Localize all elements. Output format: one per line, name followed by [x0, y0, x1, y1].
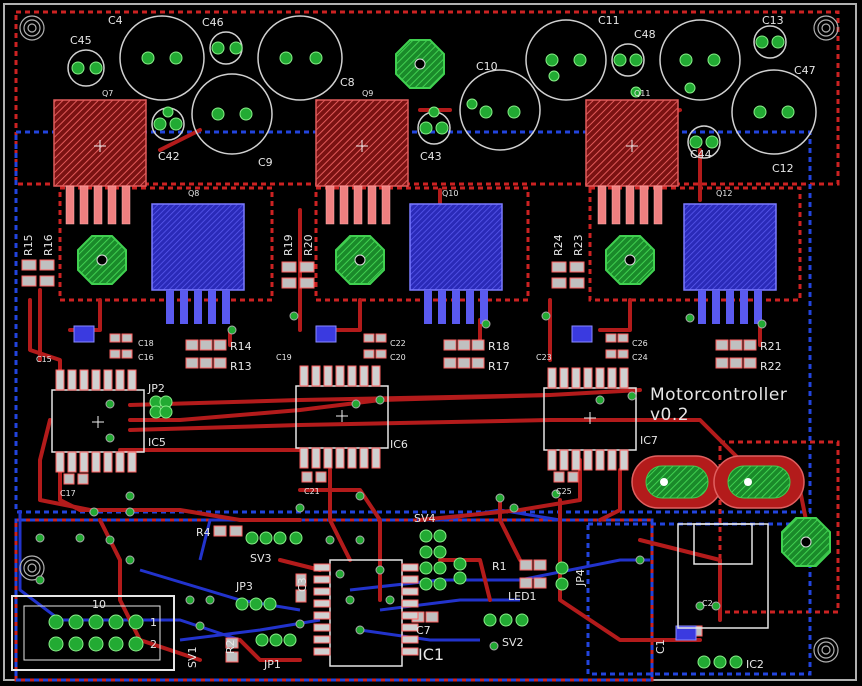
- label-ic2: IC2: [746, 658, 764, 671]
- label-pin10: 10: [92, 598, 106, 611]
- label-r21: R21: [760, 340, 782, 353]
- label-c22: C22: [390, 339, 406, 348]
- label-c16: C16: [138, 353, 154, 362]
- label-q10: Q10: [442, 189, 458, 198]
- label-c17: C17: [60, 489, 76, 498]
- label-r18: R18: [488, 340, 510, 353]
- label-ic5: IC5: [148, 436, 166, 449]
- capacitor-pads: [71, 35, 795, 149]
- connector-sv1: [11, 595, 175, 671]
- label-r1: R1: [492, 560, 507, 573]
- label-q7: Q7: [102, 89, 113, 98]
- label-jp4: JP4: [574, 569, 587, 587]
- label-q12: Q12: [716, 189, 732, 198]
- label-ic6: IC6: [390, 438, 408, 451]
- label-c42: C42: [158, 150, 180, 163]
- label-c1: C1: [654, 639, 667, 654]
- region-outlines: [14, 10, 840, 682]
- label-r2: R2: [224, 639, 237, 654]
- label-jp2: JP2: [147, 382, 165, 395]
- label-c24: C24: [632, 353, 648, 362]
- smd-diodes: [73, 325, 697, 641]
- label-sv3: SV3: [250, 552, 272, 565]
- label-r19: R19: [282, 234, 295, 256]
- label-sv1: SV1: [186, 646, 199, 668]
- vias: [35, 311, 767, 651]
- label-c10: C10: [476, 60, 498, 73]
- label-led1: LED1: [508, 590, 537, 603]
- label-c21: C21: [304, 487, 320, 496]
- label-r20: R20: [302, 234, 315, 256]
- label-r13: R13: [230, 360, 252, 373]
- label-c19: C19: [276, 353, 292, 362]
- label-r22: R22: [760, 360, 782, 373]
- microcontroller-ic1: [313, 559, 419, 667]
- label-ic7: IC7: [640, 434, 658, 447]
- label-c2: C2: [702, 599, 713, 608]
- label-c48: C48: [634, 28, 656, 41]
- label-c11: C11: [598, 14, 620, 27]
- label-c25: C25: [556, 487, 572, 496]
- label-r24: R24: [552, 234, 565, 256]
- smd-pads: [21, 259, 757, 663]
- label-r14: R14: [230, 340, 252, 353]
- label-c3: C3: [296, 577, 309, 592]
- label-pin1: 1: [150, 616, 157, 629]
- label-c12: C12: [772, 162, 794, 175]
- bottom-transistors: [151, 203, 777, 324]
- header-pads: [149, 395, 743, 669]
- label-c46: C46: [202, 16, 224, 29]
- label-c43: C43: [420, 150, 442, 163]
- label-c9: C9: [258, 156, 273, 169]
- label-c13: C13: [762, 14, 784, 27]
- label-c4: C4: [108, 14, 123, 27]
- label-r23: R23: [572, 234, 585, 256]
- mounting-holes: [19, 15, 839, 663]
- electrolytic-capacitors: [67, 15, 817, 159]
- oval-power-pads: [631, 455, 805, 509]
- label-c23: C23: [536, 353, 552, 362]
- label-c8: C8: [340, 76, 355, 89]
- label-q11: Q11: [634, 89, 650, 98]
- label-c20: C20: [390, 353, 406, 362]
- label-q8: Q8: [188, 189, 199, 198]
- label-r16: R16: [42, 234, 55, 256]
- power-transistors: [53, 99, 679, 225]
- label-c7: C7: [416, 624, 431, 637]
- silkscreen-labels: C45 C4 C46 C8 C10 C11 C48 C13 C47 C42 C9…: [22, 14, 816, 671]
- label-r17: R17: [488, 360, 510, 373]
- label-jp1: JP1: [263, 658, 281, 671]
- gate-driver-ics: [51, 365, 637, 473]
- label-sv2: SV2: [502, 636, 524, 649]
- regulator-ic2: [677, 523, 769, 629]
- label-jp3: JP3: [235, 580, 253, 593]
- label-c44: C44: [690, 148, 712, 161]
- board-title: Motorcontroller: [650, 385, 787, 405]
- label-c26: C26: [632, 339, 648, 348]
- label-c15: C15: [36, 355, 52, 364]
- label-c47: C47: [794, 64, 816, 77]
- label-sv4: SV4: [414, 512, 436, 525]
- label-c18: C18: [138, 339, 154, 348]
- label-r15: R15: [22, 234, 35, 256]
- label-pin2: 2: [150, 638, 157, 651]
- label-ic1: IC1: [418, 645, 444, 664]
- label-q9: Q9: [362, 89, 373, 98]
- board-version: v0.2: [650, 405, 689, 425]
- octagon-drill-holes: [96, 58, 812, 548]
- label-c45: C45: [70, 34, 92, 47]
- label-r4: R4: [196, 526, 211, 539]
